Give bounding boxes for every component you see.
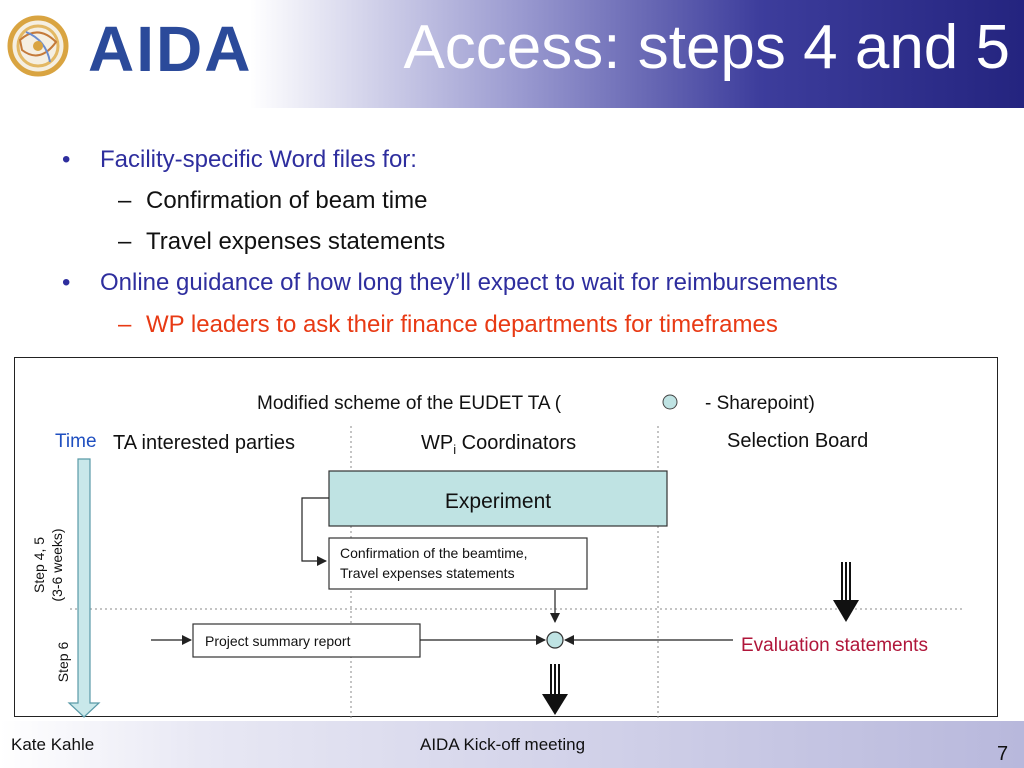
bullet-text: Online guidance of how long they’ll expe… <box>100 269 838 296</box>
diagram-canvas: Modified scheme of the EUDET TA ( - Shar… <box>31 393 965 718</box>
experiment-to-confirmation-arrow <box>301 497 329 566</box>
confirmation-box <box>328 537 588 590</box>
time-arrow <box>67 458 101 718</box>
selection-board-down-arrow <box>833 562 859 622</box>
step-4-5-duration: (3-6 weeks) <box>49 528 65 601</box>
sub-bullet-text: WP leaders to ask their finance departme… <box>146 311 778 338</box>
output-down-arrow <box>542 664 568 715</box>
time-label: Time <box>55 431 97 452</box>
slide-header: AIDA Access: steps 4 and 5 <box>0 0 1024 108</box>
bullet-text: Facility-specific Word files for: <box>100 146 417 173</box>
column-header-wp: WPi Coordinators <box>421 432 576 457</box>
experiment-box <box>328 470 668 527</box>
column-header-selection-board: Selection Board <box>727 430 868 452</box>
sub-bullet-marker: – <box>118 311 132 338</box>
confirmation-line-2: Travel expenses statements <box>340 565 515 581</box>
evaluation-statements-label: Evaluation statements <box>741 635 928 656</box>
slide-title: Access: steps 4 and 5 <box>403 13 1010 82</box>
footer-author: Kate Kahle <box>11 735 95 754</box>
experiment-label: Experiment <box>445 490 551 513</box>
project-summary-label: Project summary report <box>205 633 351 649</box>
page-number: 7 <box>997 743 1009 765</box>
bullet-marker: • <box>62 146 71 173</box>
sharepoint-node-icon <box>546 631 564 649</box>
sub-bullet-marker: – <box>118 228 132 255</box>
sub-bullet-text: Confirmation of beam time <box>146 187 428 214</box>
slide-footer: Kate Kahle AIDA Kick-off meeting 7 <box>0 721 1024 768</box>
bullet-marker: • <box>62 269 71 296</box>
step-6-label: Step 6 <box>55 642 71 683</box>
sub-bullet-marker: – <box>118 187 132 214</box>
sub-bullet-text: Travel expenses statements <box>146 228 446 255</box>
aida-logo-icon <box>7 15 69 77</box>
diagram-caption-prefix: Modified scheme of the EUDET TA ( <box>257 393 562 414</box>
project-summary-box <box>192 623 421 658</box>
confirmation-line-1: Confirmation of the beamtime, <box>340 545 528 561</box>
eudet-ta-diagram: Modified scheme of the EUDET TA ( - Shar… <box>14 357 998 718</box>
footer-event: AIDA Kick-off meeting <box>420 735 586 754</box>
diagram-caption-suffix: - Sharepoint) <box>705 393 815 414</box>
step-4-5-label: Step 4, 5 <box>31 537 47 593</box>
column-header-ta: TA interested parties <box>113 432 295 454</box>
aida-logo-text: AIDA <box>88 13 253 85</box>
sharepoint-legend-icon <box>662 394 678 410</box>
